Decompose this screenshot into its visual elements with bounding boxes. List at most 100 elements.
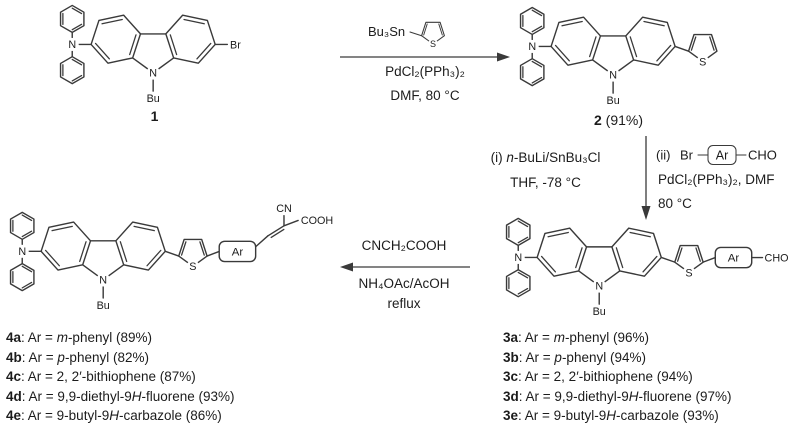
step2-i-prefix: (i) <box>490 150 507 165</box>
bromine-label: Br <box>680 148 694 163</box>
series-3-list: 3a: Ar = m-phenyl (96%) 3b: Ar = p-pheny… <box>503 328 732 426</box>
compound-text: : Ar = 9,9-diethyl-9 <box>518 388 629 404</box>
step2-condition-i-solvent: THF, -78 °C <box>510 175 581 190</box>
compound-1-number: 1 <box>150 108 159 124</box>
compound-id: 3b <box>503 349 519 365</box>
list-item: 3e: Ar = 9-butyl-9H-carbazole (93%) <box>503 406 732 426</box>
compound-text: -phenyl (89%) <box>67 330 152 345</box>
ring-nitrogen-label: N <box>609 70 617 82</box>
compound-id: 3e <box>503 408 519 423</box>
compound-text: : Ar = <box>518 349 555 365</box>
aryl-box <box>218 240 257 263</box>
compound-italic: H <box>109 408 119 423</box>
list-item: 3b: Ar = p-phenyl (94%) <box>503 348 732 368</box>
nitrile-label: CN <box>276 203 292 215</box>
compound-id: 4e <box>6 408 22 423</box>
sulfur-label: S <box>430 39 436 49</box>
aryl-label: Ar <box>728 253 740 265</box>
compound-text: -phenyl (94%) <box>561 349 646 365</box>
compound-text: : Ar = 9-butyl-9 <box>518 408 607 423</box>
compound-italic: H <box>131 388 142 404</box>
sulfur-label: S <box>699 56 706 68</box>
amine-nitrogen-label: N <box>514 252 522 264</box>
structure-1-drawing: N N Bu Br <box>59 4 241 105</box>
step1-catalyst: PdCl₂(PPh₃)₂ <box>385 64 465 79</box>
list-item: 4d: Ar = 9,9-diethyl-9H-fluorene (93%) <box>6 387 235 407</box>
compound-2-label: 2 (91%) <box>512 112 725 128</box>
step2-i-italic: n <box>506 150 514 165</box>
compound-id: 4a <box>6 330 22 345</box>
arrow-step3 <box>340 262 470 272</box>
step2-catalyst: PdCl₂(PPh₃)₂, DMF <box>658 172 775 187</box>
compound-italic: H <box>628 388 639 404</box>
compound-id: 4d <box>6 388 22 404</box>
compound-text: -phenyl (82%) <box>64 349 149 365</box>
compound-text: : Ar = <box>518 330 554 345</box>
bromine-label: Br <box>230 39 241 51</box>
list-item: 3d: Ar = 9,9-diethyl-9H-fluorene (97%) <box>503 387 732 407</box>
ring-nitrogen-label: N <box>149 68 157 80</box>
aryl-label: Ar <box>232 247 244 259</box>
compound-italic: m <box>56 330 68 345</box>
compound-id: 3c <box>503 369 519 384</box>
step2-condition-i: (i) n-BuLi/SnBu₃Cl <box>458 150 633 165</box>
series-4-list: 4a: Ar = m-phenyl (89%) 4b: Ar = p-pheny… <box>6 328 235 426</box>
compound-2-yield: (91%) <box>601 112 644 128</box>
ring-nitrogen-label: N <box>99 275 107 287</box>
compound-italic: H <box>606 408 616 423</box>
compound-text: -fluorene (97%) <box>638 388 732 404</box>
tributylstannyl-label: Bu₃Sn <box>368 24 405 39</box>
amine-nitrogen-label: N <box>68 39 76 51</box>
aryl-label: Ar <box>716 149 729 163</box>
compound-id: 3a <box>503 330 519 345</box>
compound-text: : Ar = 9,9-diethyl-9 <box>21 388 132 404</box>
structure-2-drawing: N N Bu S <box>519 6 718 107</box>
n-butyl-label: Bu <box>593 306 606 318</box>
compound-italic: p <box>554 349 562 365</box>
compound-id: 4c <box>6 369 22 384</box>
arrowhead-step3 <box>340 262 353 272</box>
step2-aryl-bromide-graphic: (ii) Br Ar CHO <box>656 144 777 166</box>
amine-nitrogen-label: N <box>528 41 536 53</box>
compound-2-number: 2 <box>593 112 602 128</box>
compound-italic: m <box>553 330 565 345</box>
compound-1-label: 1 <box>52 108 257 124</box>
compound-text: : Ar = <box>21 349 58 365</box>
n-butyl-label: Bu <box>97 300 110 312</box>
compound-text: : Ar = 2, 2′-bithiophene (94%) <box>518 369 693 384</box>
arrow-step1 <box>340 52 510 62</box>
compound-text: : Ar = <box>21 330 57 345</box>
arrowhead-step1 <box>497 52 510 62</box>
ring-nitrogen-label: N <box>595 281 603 293</box>
n-butyl-label: Bu <box>607 95 620 107</box>
step2-i-reagent: -BuLi/SnBu₃Cl <box>513 150 601 165</box>
n-butyl-label: Bu <box>147 93 160 105</box>
list-item: 3a: Ar = m-phenyl (96%) <box>503 328 732 348</box>
step3-reagent: CNCH₂COOH <box>361 238 447 253</box>
compound-text: -phenyl (96%) <box>564 330 649 345</box>
step1-solvent: DMF, 80 °C <box>390 88 460 103</box>
step3-condition2: reflux <box>387 296 421 311</box>
compound-text: -carbazole (93%) <box>615 408 719 423</box>
amine-nitrogen-label: N <box>18 246 26 258</box>
compound-text: : Ar = 9-butyl-9 <box>21 408 110 423</box>
list-item: 4c: Ar = 2, 2′-bithiophene (87%) <box>6 367 235 387</box>
step3-condition1: NH₄OAc/AcOH <box>358 276 450 291</box>
stannyl-thiophene-reagent: Bu₃Sn S <box>368 21 445 49</box>
step2-ii-prefix: (ii) <box>656 148 670 163</box>
sulfur-label: S <box>685 267 692 279</box>
list-item: 4e: Ar = 9-butyl-9H-carbazole (86%) <box>6 406 235 426</box>
compound-id: 3d <box>503 388 519 404</box>
compound-text: -carbazole (86%) <box>118 408 222 423</box>
aldehyde-label: CHO <box>765 252 789 264</box>
sulfur-label: S <box>189 261 196 273</box>
list-item: 3c: Ar = 2, 2′-bithiophene (94%) <box>503 367 732 387</box>
aldehyde-label: CHO <box>748 148 777 163</box>
list-item: 4a: Ar = m-phenyl (89%) <box>6 328 235 348</box>
step2-temperature: 80 °C <box>658 196 692 211</box>
structure-4-drawing: Ar CN COOH N N Bu S <box>9 203 333 312</box>
list-item: 4b: Ar = p-phenyl (82%) <box>6 348 235 368</box>
compound-id: 4b <box>6 349 22 365</box>
arrow-step2 <box>641 136 651 220</box>
